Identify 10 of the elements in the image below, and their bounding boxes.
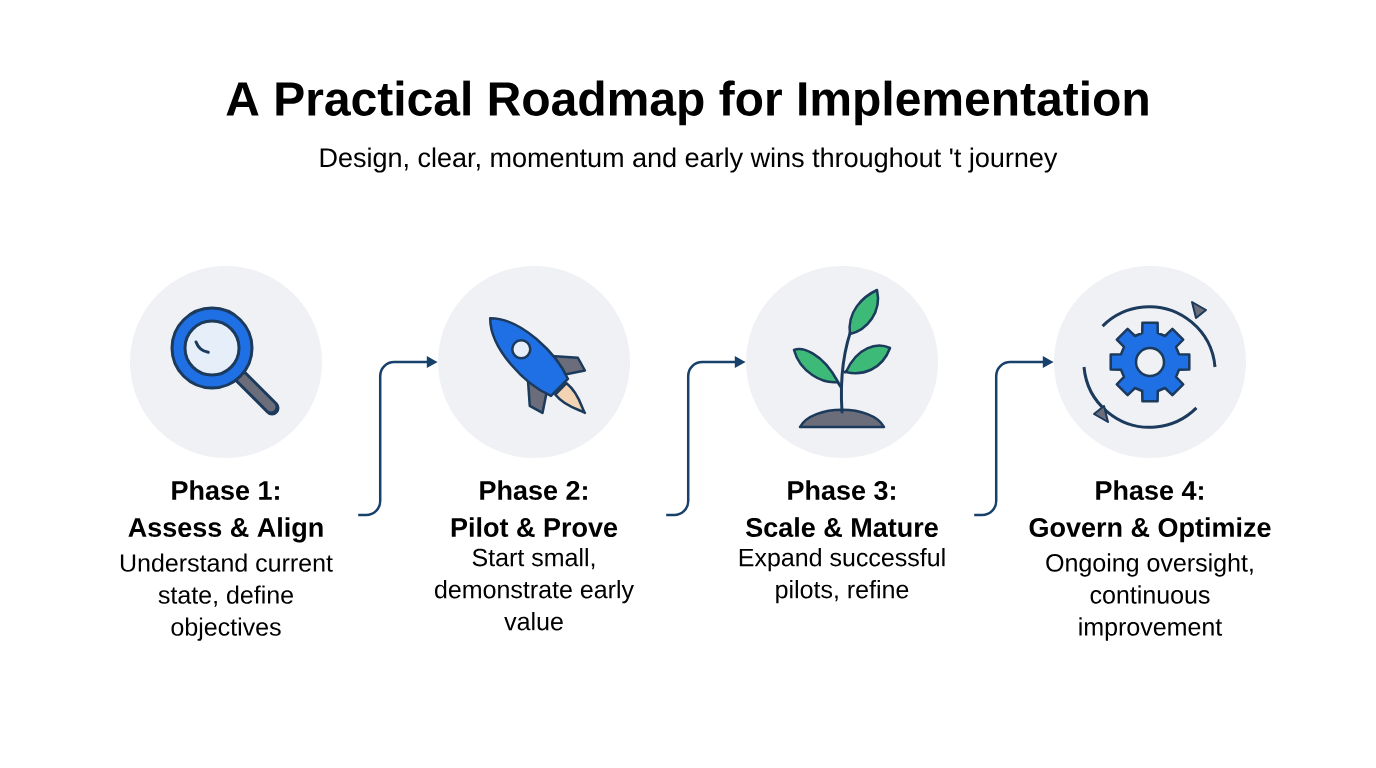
phase-description: Understand current state, define objectives xyxy=(120,553,333,641)
subtitle: Design, clear, momentum and early wins throughout 't journey xyxy=(320,147,1058,173)
phase-description: Start small, demonstrate early value xyxy=(435,548,634,631)
phase-heading: Phase 2: Pilot & Prove xyxy=(451,480,618,538)
phase-heading: Phase 1: Assess & Align xyxy=(128,480,323,543)
title: A Practical Roadmap for Implementation xyxy=(226,80,1148,126)
phase-description: Ongoing oversight, continuous improvement xyxy=(1046,553,1253,641)
phase-heading: Phase 3: Scale & Mature xyxy=(746,480,938,538)
phase-heading: Phase 4: Govern & Optimize xyxy=(1029,480,1271,543)
phase-description: Expand successful pilots, refine xyxy=(739,548,945,604)
